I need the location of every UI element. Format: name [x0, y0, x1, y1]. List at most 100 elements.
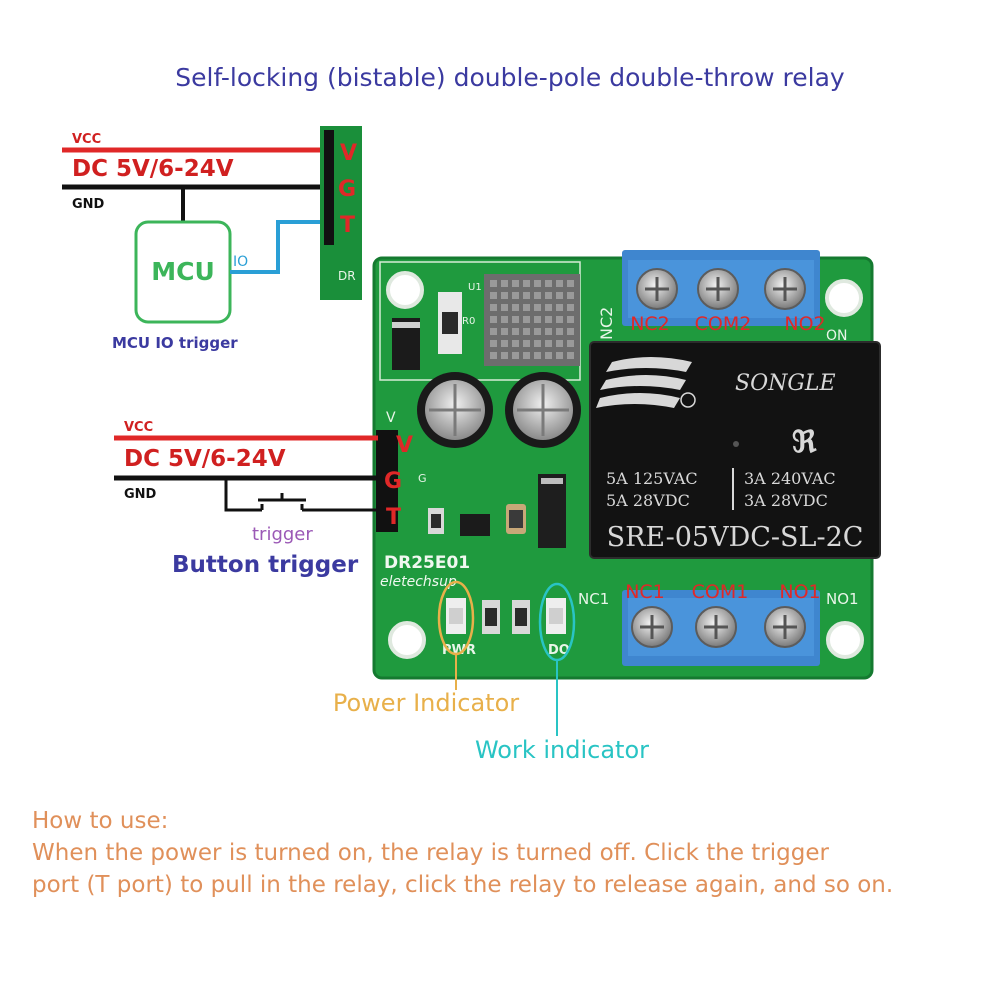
how-to-use-heading: How to use: — [32, 808, 169, 834]
ic-dot — [567, 328, 574, 335]
resistor-b-body — [515, 608, 527, 626]
ic-dot — [556, 316, 563, 323]
ic-dot — [534, 280, 541, 287]
ic-dot — [523, 352, 530, 359]
ic-dot — [545, 352, 552, 359]
ic-dot — [523, 328, 530, 335]
ic-dot — [567, 340, 574, 347]
page-title: Self-locking (bistable) double-pole doub… — [175, 63, 845, 92]
ic-dot — [534, 340, 541, 347]
silk-u1: U1 — [468, 282, 482, 293]
ic-dot — [490, 292, 497, 299]
ic-dot — [534, 352, 541, 359]
mount-hole-tr — [825, 279, 863, 317]
mount-hole-tl — [386, 271, 424, 309]
ic-dot — [490, 328, 497, 335]
ic-dot — [545, 340, 552, 347]
mcu-header-pins — [324, 130, 334, 245]
silk-nc2: NC2 — [597, 307, 616, 340]
terminal-label-com1: COM1 — [692, 581, 749, 603]
ic-dot — [545, 280, 552, 287]
ic-dot — [567, 292, 574, 299]
relay-dot — [733, 441, 739, 447]
top-vcc-label: VCC — [72, 132, 101, 147]
mcu-io-label: IO — [233, 254, 248, 270]
relay-rating-right-2: 3A 28VDC — [744, 491, 828, 510]
silk-nc1: NC1 — [578, 590, 609, 608]
relay-board: U1 R0 V G V G T DR25E01 eletechsup — [372, 250, 881, 680]
bottom-gnd-label: GND — [124, 487, 157, 502]
bottom-vcc-label: VCC — [124, 420, 153, 435]
mcu-pin-t: T — [340, 213, 355, 238]
transistor — [460, 514, 490, 536]
ic-dot — [512, 292, 519, 299]
mcu-label: MCU — [151, 257, 215, 286]
ic-dot — [501, 304, 508, 311]
mcu-header-silk: DR — [338, 269, 356, 283]
silk-v: V — [386, 410, 396, 426]
smd-part-2-body — [509, 510, 523, 528]
mcu-caption: MCU IO trigger — [112, 334, 238, 352]
ic-dot — [523, 340, 530, 347]
top-gnd-label: GND — [72, 197, 105, 212]
songle-logo — [596, 357, 696, 408]
ic-dot — [545, 328, 552, 335]
ic-dot — [567, 304, 574, 311]
ic-dot — [556, 280, 563, 287]
how-to-use-line-2: port (T port) to pull in the relay, clic… — [32, 872, 894, 898]
ic-dot — [501, 316, 508, 323]
ic-dot — [523, 280, 530, 287]
ic-dot — [545, 316, 552, 323]
work-indicator-label: Work indicator — [475, 736, 649, 764]
ic-dot — [490, 340, 497, 347]
terminal-label-no2: NO2 — [784, 313, 825, 335]
ic-dot — [512, 304, 519, 311]
ic-dot — [545, 292, 552, 299]
silk-do: DO — [548, 643, 570, 658]
ic-dot — [556, 352, 563, 359]
power-indicator-label: Power Indicator — [333, 689, 519, 717]
terminal-label-com2: COM2 — [695, 313, 752, 335]
ic-dot — [556, 292, 563, 299]
ic-dot — [567, 316, 574, 323]
vgt-header — [376, 430, 398, 532]
ic-dot — [523, 292, 530, 299]
terminal-label-nc1: NC1 — [625, 581, 665, 603]
bottom-wiring: VCC DC 5V/6-24V GND trigger Button trigg… — [114, 420, 378, 578]
ic-dot — [523, 316, 530, 323]
ic-dot — [490, 304, 497, 311]
relay-brand: SONGLE — [735, 371, 836, 396]
relay-model: SRE-05VDC-SL-2C — [607, 522, 864, 553]
top-wiring: VCC DC 5V/6-24V GND MCU IO MCU IO trigge… — [62, 126, 362, 352]
terminal-label-no1: NO1 — [779, 581, 820, 603]
relay-body-edge — [589, 341, 881, 559]
ic-dots — [490, 280, 574, 359]
relay-driver — [538, 474, 566, 548]
button-caption: Button trigger — [172, 552, 359, 578]
mcu-pin-v: V — [340, 141, 357, 166]
silk-r0: R0 — [462, 316, 475, 327]
board-pin-v: V — [396, 433, 413, 458]
ic-dot — [512, 280, 519, 287]
button-switch-label: trigger — [252, 524, 313, 545]
relay-rating-left-1: 5A 125VAC — [606, 469, 698, 488]
button-wire — [224, 478, 262, 512]
board-pin-t: T — [386, 505, 401, 530]
ic-dot — [501, 352, 508, 359]
terminal-top-screw-2 — [697, 268, 739, 310]
ic-dot — [534, 304, 541, 311]
mount-hole-br — [826, 621, 864, 659]
ic-dot — [501, 340, 508, 347]
pwr-led-body — [449, 608, 463, 624]
ic-dot — [567, 280, 574, 287]
ic-dot — [512, 328, 519, 335]
silk-g: G — [418, 472, 427, 485]
ic-dot — [512, 340, 519, 347]
ic-chip — [484, 274, 580, 366]
relay-rating-left-2: 5A 28VDC — [606, 491, 690, 510]
work-led-body — [549, 608, 563, 624]
ic-dot — [545, 304, 552, 311]
ic-dot — [512, 316, 519, 323]
relay-rating-right-1: 3A 240VAC — [744, 469, 836, 488]
